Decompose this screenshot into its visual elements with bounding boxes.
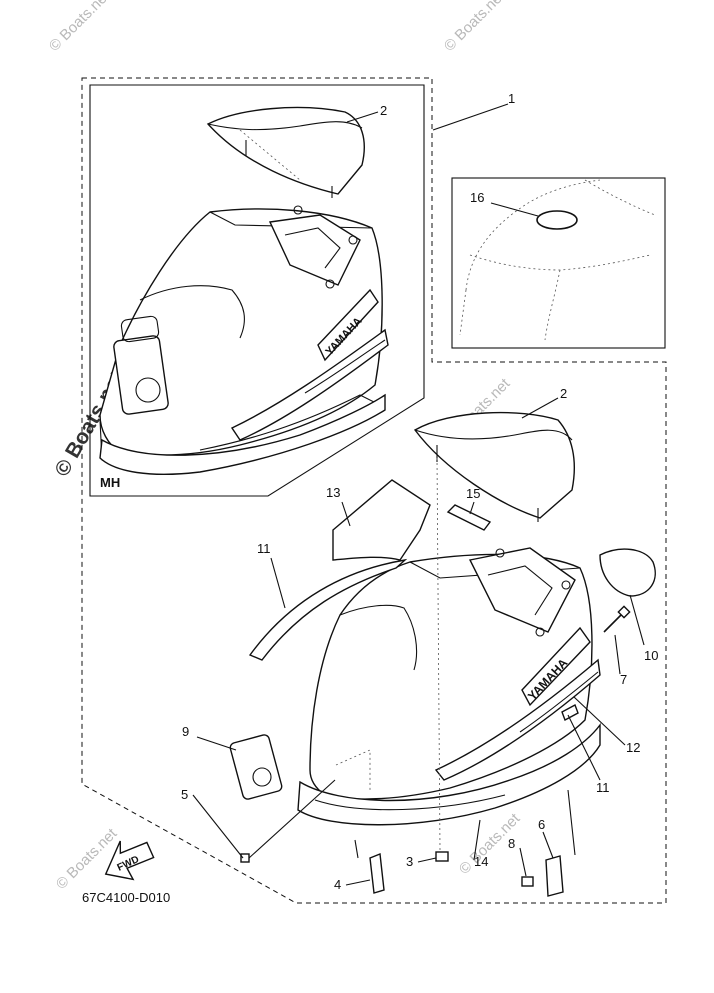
callout-12: 12 <box>626 740 640 755</box>
callout-5: 5 <box>181 787 188 802</box>
callout-2-main: 2 <box>560 386 567 401</box>
callout-2-mh: 2 <box>380 103 387 118</box>
mh-inset-label: MH <box>100 475 120 490</box>
callout-10: 10 <box>644 648 658 663</box>
callout-7: 7 <box>620 672 627 687</box>
assembly-boundary <box>81 77 667 904</box>
loose-parts <box>229 457 656 897</box>
callout-13: 13 <box>326 485 340 500</box>
detail-frame <box>451 177 666 349</box>
callout-14: 14 <box>474 854 488 869</box>
main-top-cowling: YAMAHA <box>297 411 601 826</box>
callout-16: 16 <box>470 190 484 205</box>
detail-cowling-sketch <box>459 179 656 341</box>
callout-4: 4 <box>334 877 341 892</box>
callout-9: 9 <box>182 724 189 739</box>
diagram-code: 67C4100-D010 <box>82 890 170 905</box>
watermark: © Boats.net <box>46 0 114 55</box>
callout-3: 3 <box>406 854 413 869</box>
callout-6: 6 <box>538 817 545 832</box>
leader-lines <box>192 103 645 886</box>
callouts: 1 2 2 3 4 5 6 7 8 9 10 11 11 12 13 14 15… <box>181 91 658 892</box>
callout-15: 15 <box>466 486 480 501</box>
mh-top-cowling: YAMAHA <box>99 106 389 476</box>
grommet-part <box>536 210 578 230</box>
callout-11-lower: 11 <box>596 780 610 795</box>
watermark: © Boats.net <box>441 0 509 55</box>
callout-11-upper: 11 <box>257 541 271 556</box>
mh-inset-frame <box>89 84 425 497</box>
callout-1: 1 <box>508 91 515 106</box>
callout-8: 8 <box>508 836 515 851</box>
watermark: © Boats.net <box>53 825 121 893</box>
